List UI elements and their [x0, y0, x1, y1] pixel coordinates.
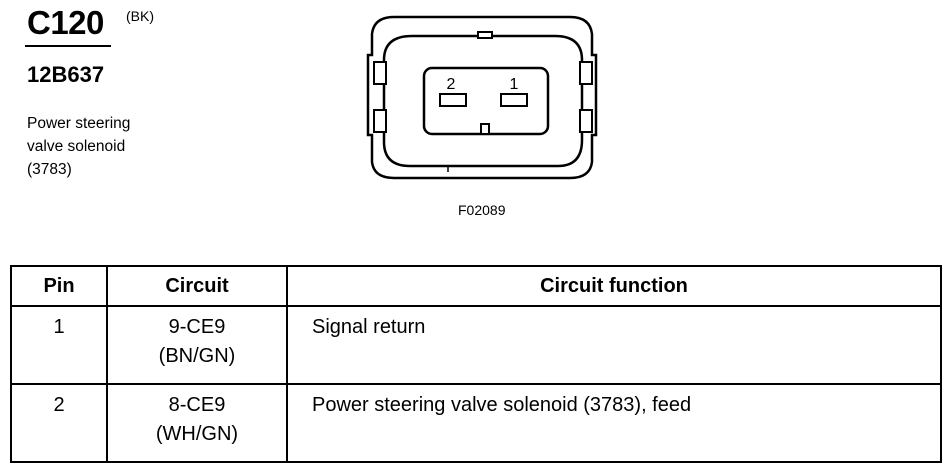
table-header-row: Pin Circuit Circuit function [10, 265, 942, 307]
left-latch [373, 109, 387, 133]
figure-reference: F02089 [458, 202, 506, 218]
description-line: Power steering [27, 115, 131, 132]
connector-color: (BK) [126, 8, 154, 24]
pin-1-label: 1 [510, 76, 519, 93]
pin-2-label: 2 [447, 76, 456, 93]
circuit-cell: 8-CE9 (WH/GN) [106, 383, 288, 463]
header-pin: Pin [10, 265, 108, 307]
pin-cell: 1 [10, 305, 108, 385]
connector-id: C120 [27, 4, 104, 41]
connector-housing-outline [366, 15, 598, 180]
connector-top-key [477, 31, 493, 39]
pin-cell: 2 [10, 383, 108, 463]
circuit-cell: 9-CE9 (BN/GN) [106, 305, 288, 385]
header-circuit: Circuit [106, 265, 288, 307]
wire-color: (BN/GN) [158, 345, 236, 367]
left-latch [373, 61, 387, 85]
function-cell: Signal return [286, 305, 942, 385]
pin-1-terminal [500, 93, 528, 107]
title-rule [25, 45, 111, 47]
component-description: Power steering valve solenoid (3783) [27, 112, 177, 181]
wire-color: (WH/GN) [155, 423, 239, 445]
connector-inner-body [382, 34, 584, 168]
circuit-number: 9-CE9 [168, 316, 226, 338]
right-latch [579, 109, 593, 133]
right-latch [579, 61, 593, 85]
header-circuit-function: Circuit function [286, 265, 942, 307]
pin-table: Pin Circuit Circuit function 1 9-CE9 (BN… [10, 265, 942, 463]
connector-face-diagram: 2 1 [366, 15, 598, 180]
description-line: (3783) [27, 161, 72, 178]
table-row: 1 9-CE9 (BN/GN) Signal return [10, 305, 942, 385]
circuit-number: 8-CE9 [168, 394, 226, 416]
table-row: 2 8-CE9 (WH/GN) Power steering valve sol… [10, 383, 942, 463]
cavity-notch [480, 123, 490, 135]
function-cell: Power steering valve solenoid (3783), fe… [286, 383, 942, 463]
part-number: 12B637 [27, 62, 105, 87]
pin-2-terminal [439, 93, 467, 107]
description-line: valve solenoid [27, 138, 126, 155]
